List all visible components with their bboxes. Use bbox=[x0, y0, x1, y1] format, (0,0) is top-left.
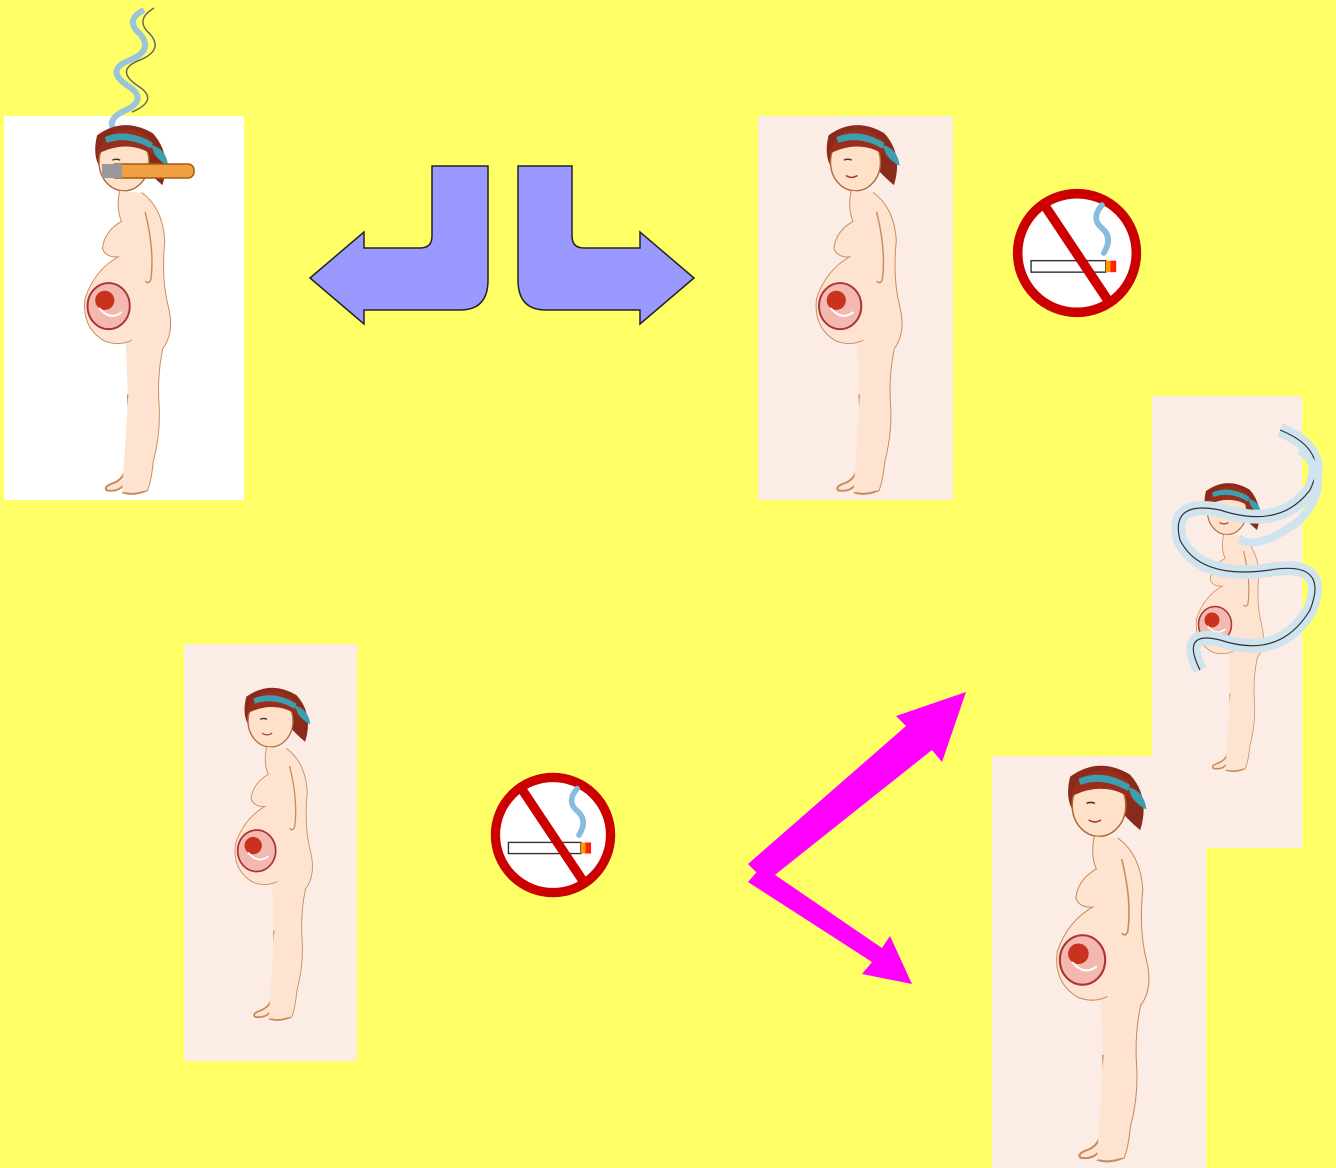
pregnant-woman-icon bbox=[758, 116, 953, 500]
non-smoking-mother-top-figure bbox=[758, 116, 953, 500]
smoke-swirl-icon bbox=[1160, 420, 1336, 690]
non-smoking-mother-bottom-left-figure bbox=[184, 644, 357, 1061]
no-smoking-icon bbox=[486, 770, 620, 900]
pregnant-woman-icon bbox=[992, 756, 1206, 1168]
no-smoking-icon bbox=[1010, 180, 1144, 326]
branch-arrows-icon bbox=[736, 686, 976, 986]
pregnant-woman-icon bbox=[184, 644, 357, 1061]
cigarette-icon bbox=[100, 158, 210, 188]
smoking-mother-figure bbox=[4, 0, 254, 500]
curved-arrow-right-icon bbox=[510, 160, 710, 340]
non-smoking-mother-bottom-right-figure bbox=[992, 756, 1206, 1168]
